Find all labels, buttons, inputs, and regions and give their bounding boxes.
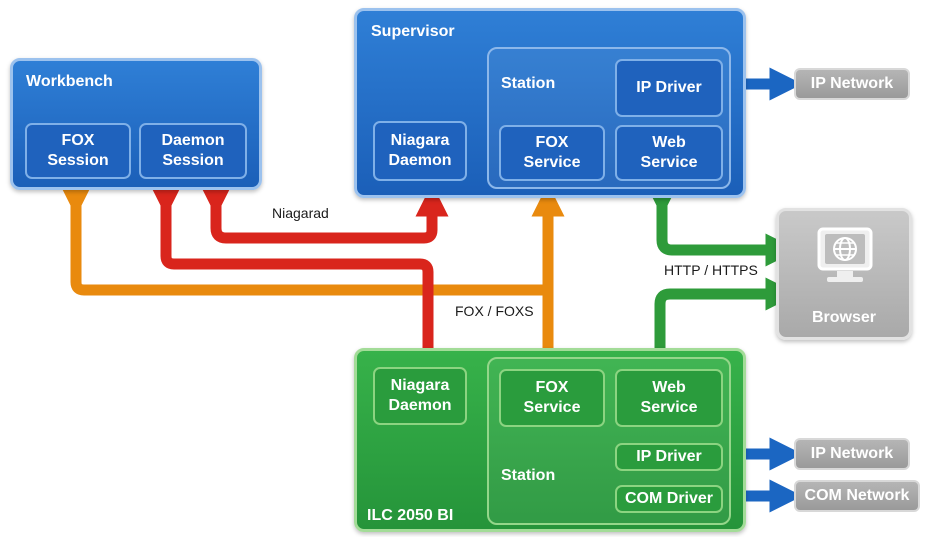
fox-foxs-label: FOX / FOXS (455, 303, 534, 319)
supervisor-station-label: Station (501, 75, 556, 92)
ilc-station-label: Station (501, 467, 556, 484)
niagarad-connector-ilc (149, 183, 445, 382)
http-connector-supervisor (645, 183, 799, 267)
supervisor-panel: Supervisor Niagara Daemon Station IP Dri… (354, 8, 746, 198)
browser-panel[interactable]: Browser (776, 208, 912, 340)
ilc-title: ILC 2050 BI (367, 507, 454, 524)
niagarad-label: Niagarad (272, 205, 329, 221)
supervisor-web-service-box[interactable]: Web Service (615, 125, 723, 181)
supervisor-station-frame: Station IP Driver FOX Service Web Servic… (487, 47, 731, 189)
supervisor-ip-network-pill: IP Network (794, 68, 910, 100)
supervisor-niagara-daemon-box[interactable]: Niagara Daemon (373, 121, 467, 181)
ilc-panel: ILC 2050 BI Niagara Daemon FOX Service W… (354, 348, 746, 532)
ilc-niagara-daemon-box[interactable]: Niagara Daemon (373, 367, 467, 425)
daemon-session-box[interactable]: Daemon Session (139, 123, 247, 179)
ilc-web-service-box[interactable]: Web Service (615, 369, 723, 427)
globe-monitor-icon (817, 227, 873, 282)
ilc-fox-service-box[interactable]: FOX Service (499, 369, 605, 427)
supervisor-fox-service-box[interactable]: FOX Service (499, 125, 605, 181)
supervisor-title: Supervisor (371, 23, 455, 40)
browser-label: Browser (811, 309, 877, 326)
ilc-ip-network-pill: IP Network (794, 438, 910, 470)
ilc-ip-driver-box[interactable]: IP Driver (615, 443, 723, 471)
workbench-title: Workbench (26, 73, 113, 90)
workbench-panel: Workbench FOX Session Daemon Session (10, 58, 262, 190)
supervisor-ip-driver-box[interactable]: IP Driver (615, 59, 723, 117)
http-connector-ilc (643, 277, 799, 382)
ilc-com-network-pill: COM Network (794, 480, 920, 512)
fox-connector-main (59, 183, 565, 382)
ilc-station-frame: FOX Service Web Service Station IP Drive… (487, 357, 731, 525)
http-https-label: HTTP / HTTPS (664, 262, 758, 278)
ilc-com-driver-box[interactable]: COM Driver (615, 485, 723, 513)
fox-session-box[interactable]: FOX Session (25, 123, 131, 179)
